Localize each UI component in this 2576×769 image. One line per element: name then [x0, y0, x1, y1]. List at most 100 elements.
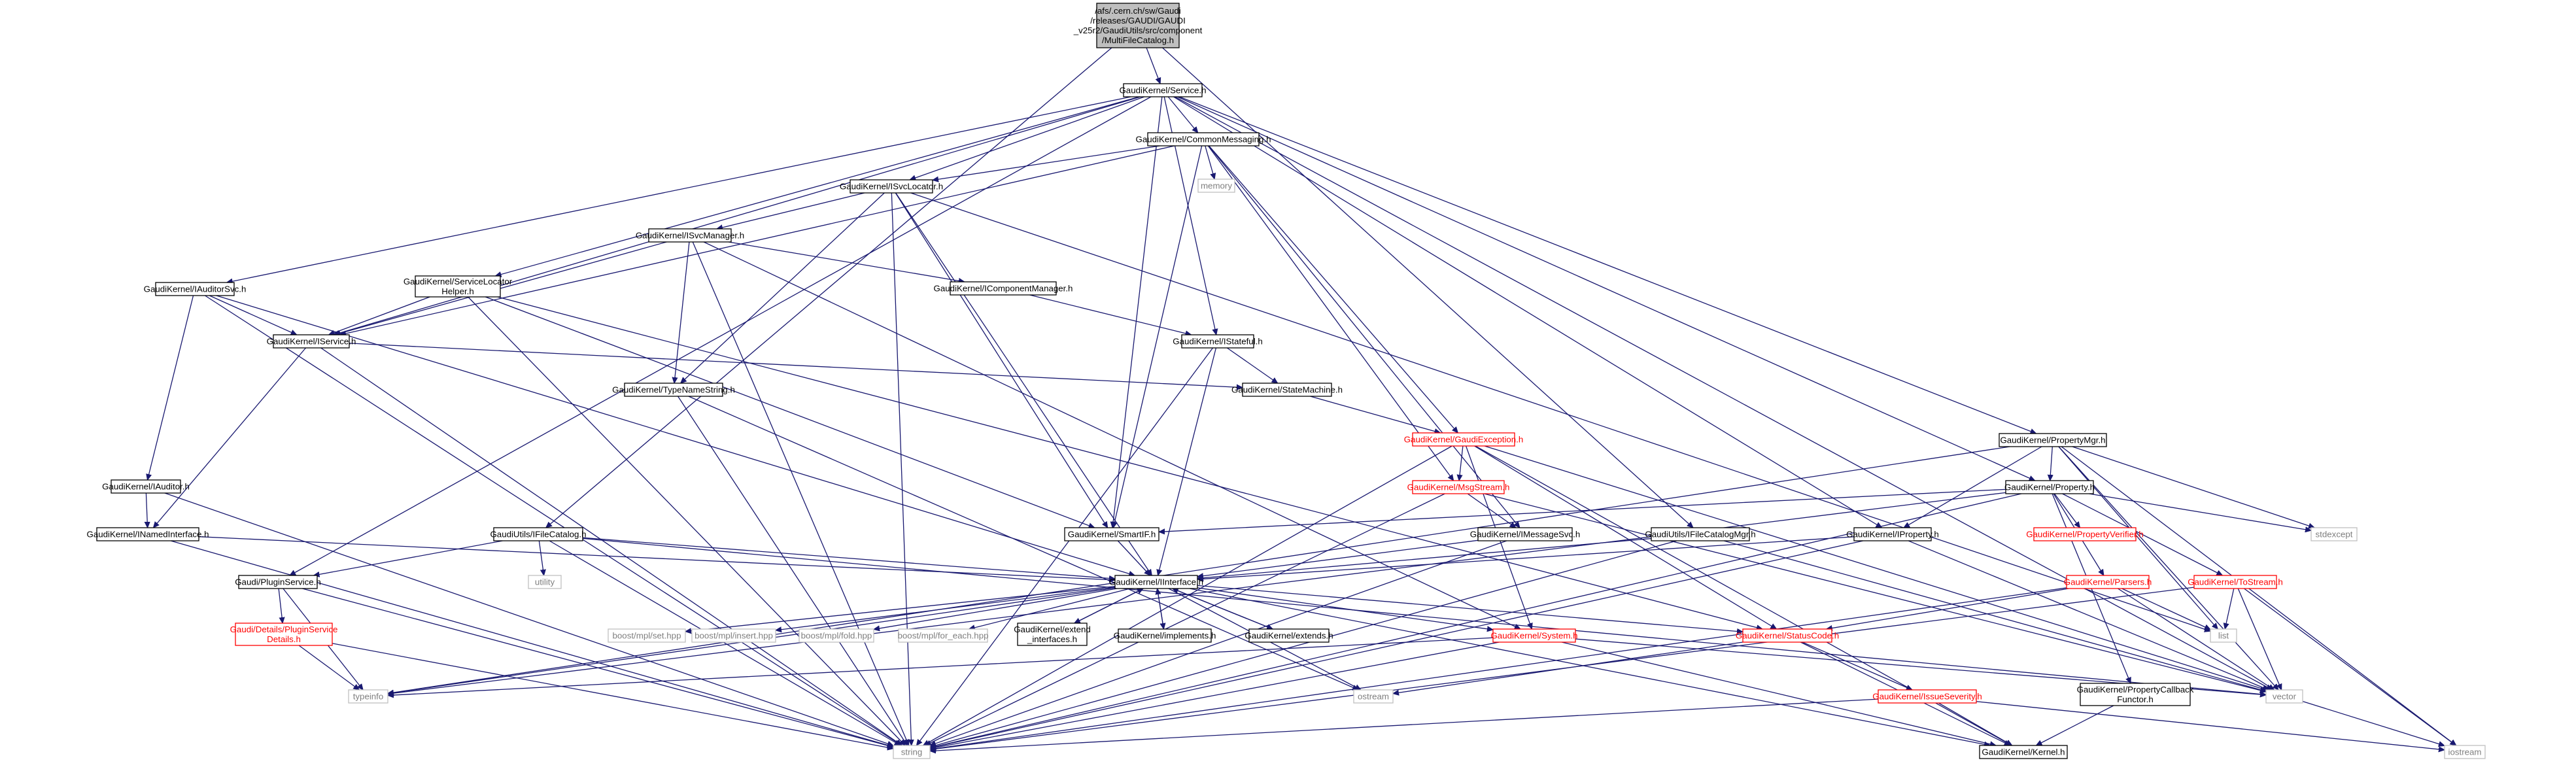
edge-msgstream-to-imessagesvc	[1467, 493, 1516, 528]
edge-service_h-to-iproperty	[1173, 96, 1881, 528]
node-common-messaging[interactable]: GaudiKernel/CommonMessaging.h	[1136, 132, 1271, 146]
node-parsers[interactable]: GaudiKernel/Parsers.h	[2064, 575, 2152, 589]
node-implements[interactable]: GaudiKernel/implements.h	[1114, 628, 1216, 643]
edge-servicelocator_helper-to-string	[468, 296, 906, 745]
node-propertyverifier[interactable]: GaudiKernel/PropertyVerifier.h	[2026, 527, 2144, 541]
edge-icomponentmanager-to-istateful	[1029, 294, 1191, 335]
edge-service_h-to-smartif	[1112, 96, 1163, 528]
edge-istateful-to-string	[916, 347, 1214, 745]
edge-gaudiexception-to-msgstream	[1459, 445, 1464, 481]
node-box	[1096, 3, 1180, 48]
node-box	[2033, 527, 2137, 541]
node-box	[96, 527, 199, 541]
node-ifilecatalogmgr[interactable]: GaudiUtils/IFileCatalogMgr.h	[1645, 527, 1756, 541]
edge-ifilecatalog-to-vector	[582, 538, 2266, 694]
node-label: GaudiKernel/PropertyCallback	[2077, 685, 2194, 694]
node-extends[interactable]: GaudiKernel/extends.h	[1245, 628, 1333, 643]
node-ifilecatalog[interactable]: GaudiUtils/IFileCatalog.h	[490, 527, 587, 541]
edge-service_h-to-pluginservice	[290, 96, 1152, 575]
node-label: /releases/GAUDI/GAUDI	[1090, 16, 1186, 26]
node-isvclocator[interactable]: GaudiKernel/ISvcLocator.h	[840, 179, 943, 194]
node-boost-fold[interactable]: boost/mpl/fold.hpp	[799, 628, 874, 643]
node-icomponentmanager[interactable]: GaudiKernel/IComponentManager.h	[934, 281, 1073, 296]
node-statuscode[interactable]: GaudiKernel/StatusCode.h	[1736, 628, 1839, 643]
node-iostream[interactable]: iostream	[2444, 745, 2486, 759]
node-label: boost/mpl/set.hpp	[613, 631, 681, 641]
node-issueseverity[interactable]: GaudiKernel/IssueSeverity.h	[1872, 689, 1982, 704]
node-label: GaudiKernel/StateMachine.h	[1231, 385, 1343, 395]
node-string[interactable]: string	[893, 745, 931, 759]
node-box	[155, 282, 235, 296]
node-label: _interfaces.h	[1027, 634, 1077, 644]
node-boost-for-each[interactable]: boost/mpl/for_each.hpp	[898, 628, 989, 643]
node-iinterface[interactable]: GaudiKernel/IInterface.h	[1109, 575, 1203, 589]
node-label: GaudiKernel/IAuditorSvc.h	[144, 284, 247, 294]
node-istateful[interactable]: GaudiKernel/IStateful.h	[1173, 334, 1263, 349]
node-inamedinterface[interactable]: GaudiKernel/INamedInterface.h	[86, 527, 209, 541]
edge-common_messaging-to-smartif	[1113, 145, 1203, 528]
node-box	[1742, 628, 1832, 643]
edge-iinterface-to-kernel	[1189, 588, 1990, 745]
node-extend-interfaces[interactable]: GaudiKernel/extend_interfaces.h	[1014, 623, 1091, 646]
edge-iservice-to-string	[320, 347, 902, 745]
node-tostream[interactable]: GaudiKernel/ToStream.h	[2188, 575, 2283, 589]
edge-pluginservice-to-plugin_details	[278, 588, 283, 623]
node-iproperty[interactable]: GaudiKernel/IProperty.h	[1846, 527, 1939, 541]
node-iauditor[interactable]: GaudiKernel/IAuditor.h	[102, 479, 190, 494]
node-box	[238, 575, 318, 589]
node-label: GaudiKernel/Service.h	[1119, 86, 1206, 95]
edge-statemachine-to-gaudiexception	[1310, 396, 1441, 433]
edge-servicelocator_helper-to-iservice	[329, 296, 430, 335]
edge-servicelocator_helper-to-statuscode	[497, 296, 1762, 629]
node-iauditorsvc[interactable]: GaudiKernel/IAuditorSvc.h	[144, 282, 247, 296]
node-smartif[interactable]: GaudiKernel/SmartIF.h	[1064, 527, 1159, 541]
edge-root-to-ifilecatalogmgr	[1162, 47, 1693, 528]
node-propertymgr[interactable]: GaudiKernel/PropertyMgr.h	[1999, 433, 2107, 447]
node-box	[2310, 527, 2358, 541]
node-box	[1181, 334, 1254, 349]
node-boost-insert[interactable]: boost/mpl/insert.hpp	[691, 628, 776, 643]
edge-parsers-to-vector	[2118, 588, 2274, 690]
node-property[interactable]: GaudiKernel/Property.h	[2004, 480, 2095, 494]
node-service-h[interactable]: GaudiKernel/Service.h	[1119, 83, 1207, 97]
node-utility[interactable]: utility	[528, 575, 562, 589]
node-ostream[interactable]: ostream	[1353, 689, 1394, 704]
node-typeinfo[interactable]: typeinfo	[348, 689, 388, 704]
node-box	[1651, 527, 1750, 541]
node-msgstream[interactable]: GaudiKernel/MsgStream.h	[1407, 480, 1510, 494]
edge-common_messaging-to-memory	[1205, 145, 1214, 179]
node-pluginservice[interactable]: Gaudi/PluginService.h	[235, 575, 321, 589]
node-gaudiexception[interactable]: GaudiKernel/GaudiException.h	[1404, 432, 1524, 447]
node-typenamestring[interactable]: GaudiKernel/TypeNameString.h	[612, 383, 735, 397]
node-stdexcept[interactable]: stdexcept	[2310, 527, 2358, 541]
node-box	[1064, 527, 1159, 541]
edge-propertymgr-to-iproperty	[1904, 446, 2042, 528]
node-iservice[interactable]: GaudiKernel/IService.h	[267, 334, 356, 349]
node-label: GaudiKernel/implements.h	[1114, 631, 1216, 641]
node-box	[2265, 689, 2303, 704]
node-box	[1242, 383, 1332, 397]
node-kernel[interactable]: GaudiKernel/Kernel.h	[1979, 745, 2068, 759]
edge-iservice-to-inamedinterface	[153, 347, 307, 528]
node-label: iostream	[2448, 747, 2482, 757]
node-system[interactable]: GaudiKernel/System.h	[1490, 628, 1578, 643]
node-vector[interactable]: vector	[2265, 689, 2303, 704]
node-statemachine[interactable]: GaudiKernel/StateMachine.h	[1231, 383, 1343, 397]
edge-ifilecatalogmgr-to-vector	[1723, 540, 2266, 691]
node-box	[1412, 480, 1505, 494]
node-isvcmanager[interactable]: GaudiKernel/ISvcManager.h	[636, 228, 744, 243]
node-boost-set[interactable]: boost/mpl/set.hpp	[608, 628, 686, 643]
node-label: GaudiKernel/CommonMessaging.h	[1136, 135, 1271, 145]
edge-plugin_details-to-typeinfo	[298, 645, 359, 690]
edge-iservice-to-statemachine	[349, 343, 1243, 388]
node-memory[interactable]: memory	[1197, 179, 1235, 193]
node-list[interactable]: list	[2210, 628, 2237, 643]
node-box	[1477, 527, 1573, 541]
edge-common_messaging-to-isvclocator	[933, 145, 1160, 180]
node-imessagesvc[interactable]: GaudiKernel/IMessageSvc.h	[1470, 527, 1581, 541]
edge-iproperty-to-iinterface	[1197, 536, 1855, 579]
node-label: GaudiKernel/GaudiException.h	[1404, 435, 1524, 445]
